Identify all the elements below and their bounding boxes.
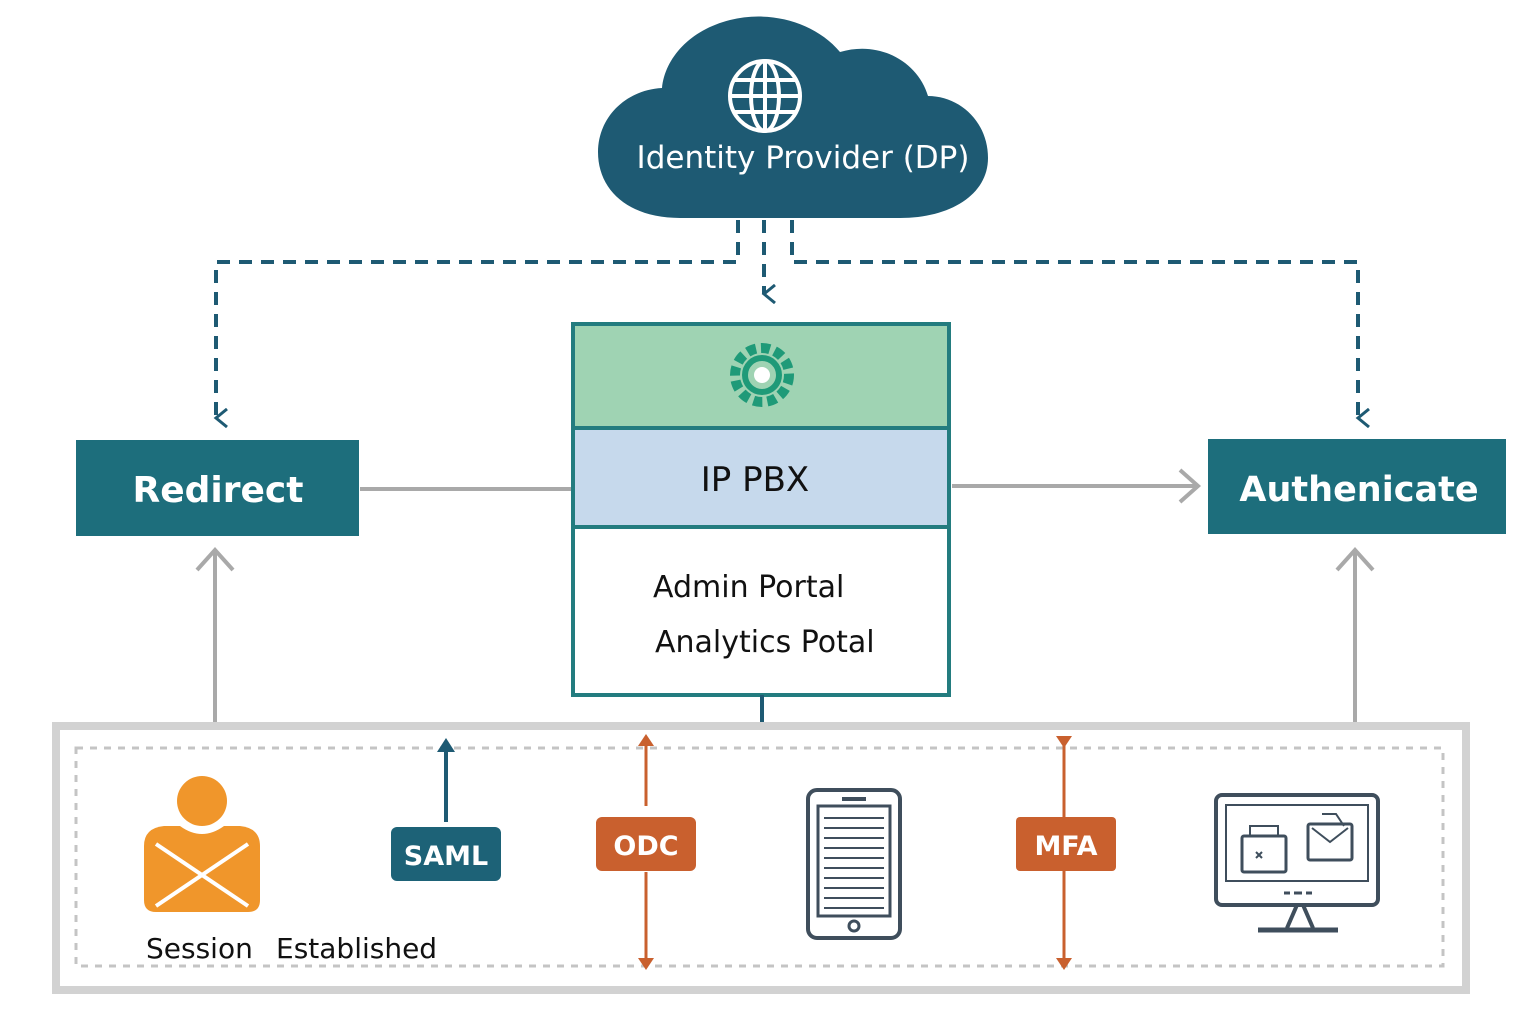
odc-bottom-arrowhead bbox=[638, 958, 654, 970]
session-established: Session Established bbox=[144, 776, 437, 965]
identity-provider-cloud: Identity Provider (DP) bbox=[598, 16, 988, 218]
odc-label: ODC bbox=[613, 831, 678, 862]
mfa-top-arrowhead bbox=[1056, 736, 1072, 748]
odc-node: ODC bbox=[596, 734, 696, 970]
pbx-admin-portal: Admin Portal bbox=[653, 570, 844, 605]
saml-arrowhead bbox=[437, 738, 455, 752]
monitor-icon bbox=[1214, 793, 1380, 933]
panel-to-redirect-arrowhead bbox=[195, 547, 235, 572]
redirect-label: Redirect bbox=[133, 470, 304, 511]
ip-pbx-stack: IP PBX Admin Portal Analytics Potal bbox=[571, 322, 951, 758]
globe-icon bbox=[728, 59, 802, 133]
odc-badge bbox=[596, 817, 696, 871]
pbx-portal-band bbox=[573, 527, 949, 695]
mfa-node: MFA bbox=[1016, 736, 1116, 970]
pbx-to-authenticate-arrowhead bbox=[1178, 468, 1202, 504]
bottom-panel-dashed-border bbox=[74, 746, 1445, 968]
mfa-bottom-arrowhead bbox=[1056, 958, 1072, 970]
redirect-box: Redirect bbox=[76, 440, 359, 536]
user-icon bbox=[144, 776, 260, 912]
cloud-dashed-connectors bbox=[216, 220, 1358, 418]
saml-label: SAML bbox=[404, 841, 488, 872]
gear-icon bbox=[730, 343, 794, 407]
dashed-connector-to-redirect bbox=[216, 220, 740, 418]
established-label: Established bbox=[276, 932, 437, 965]
mfa-badge bbox=[1016, 817, 1116, 871]
panel-to-authenticate-arrowhead bbox=[1335, 547, 1375, 572]
gray-connectors bbox=[195, 468, 1375, 722]
pbx-title-band bbox=[573, 428, 949, 527]
identity-provider-label: Identity Provider (DP) bbox=[637, 140, 970, 176]
pbx-title: IP PBX bbox=[701, 460, 809, 500]
saml-node: SAML bbox=[391, 738, 501, 881]
dashed-connector-to-authenticate bbox=[790, 220, 1358, 418]
authenticate-label: Authenicate bbox=[1239, 470, 1478, 510]
tablet-icon bbox=[806, 788, 902, 940]
saml-badge bbox=[391, 827, 501, 881]
odc-top-arrowhead bbox=[638, 734, 654, 746]
mfa-label: MFA bbox=[1034, 831, 1097, 862]
pbx-analytics-portal: Analytics Potal bbox=[655, 625, 875, 660]
authenticate-box: Authenicate bbox=[1208, 439, 1506, 534]
session-label: Session bbox=[146, 932, 253, 965]
